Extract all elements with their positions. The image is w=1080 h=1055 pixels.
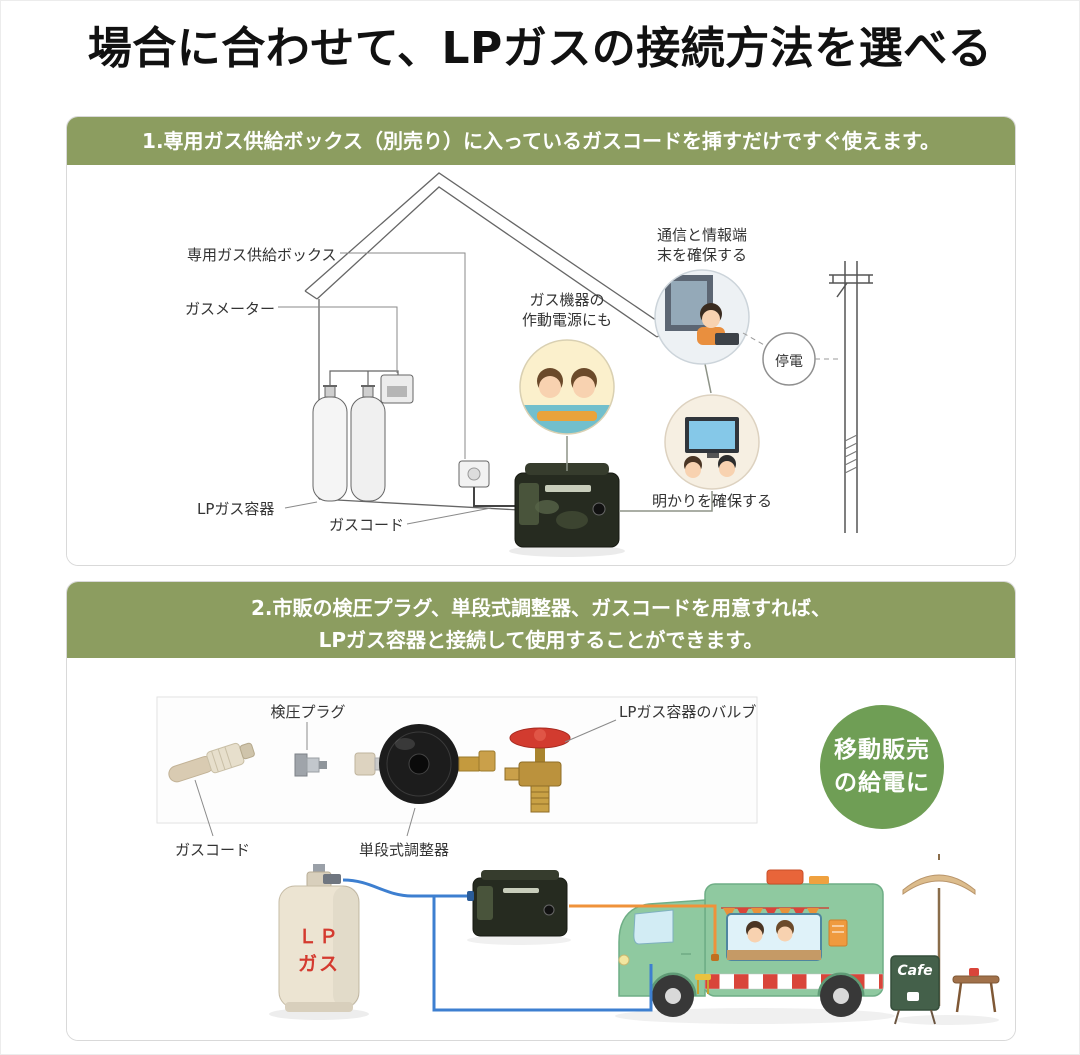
regulator-label: 単段式調整器	[359, 841, 450, 859]
house-connection-illustration	[278, 172, 873, 557]
parts-and-truck-illustration	[156, 696, 1000, 1025]
pressure-plug-label: 検圧プラグ	[270, 703, 346, 721]
cord-connector	[711, 954, 719, 961]
gas-cord-label: ガスコード	[329, 516, 405, 534]
section2-card: 2.市販の検圧プラグ、単段式調整器、ガスコードを用意すれば、 LPガス容器と接続…	[66, 581, 1016, 1041]
section1-card: 1.専用ガス供給ボックス（別売り）に入っているガスコードを挿すだけですぐ使えます…	[66, 116, 1016, 566]
mobile-vending-badge: 移動販売 の給電に	[820, 705, 944, 829]
section1-body: 専用ガス供給ボックス ガスメーター LPガス容器 ガスコード ガス機器の 作動電…	[67, 165, 1015, 565]
blackout-label: 停電	[775, 354, 803, 370]
supply-box-label: 専用ガス供給ボックス	[187, 246, 337, 264]
generator-small	[472, 870, 568, 937]
section1-header: 1.専用ガス供給ボックス（別売り）に入っているガスコードを挿すだけですぐ使えます…	[67, 117, 1015, 165]
lp-container-label: LPガス容器	[197, 500, 275, 518]
generator-shadow	[467, 935, 571, 945]
blackout-circle	[742, 332, 841, 386]
communication-label: 通信と情報端 末を確保する	[656, 226, 747, 265]
gas-cord-label-2: ガスコード	[175, 841, 251, 859]
gas-cord-part	[168, 742, 255, 783]
lp-gas-cylinders	[312, 385, 386, 502]
pointer-lines	[278, 252, 492, 525]
light-scene-circle	[664, 394, 760, 490]
power-pole	[829, 261, 873, 533]
lp-gas-tank	[278, 864, 360, 1012]
house-illustration	[304, 172, 670, 512]
hose-connector	[467, 891, 474, 901]
page-title: 場合に合わせて、LPガスの接続方法を選べる	[87, 23, 993, 74]
generator-illustration	[509, 463, 625, 557]
stand-shadow	[895, 1015, 999, 1025]
power-cords	[566, 363, 713, 512]
orange-power-cord	[569, 904, 717, 958]
cafe-stand	[890, 854, 1000, 1025]
appliance-label: ガス機器の 作動電源にも	[521, 291, 612, 330]
blue-gas-hose	[342, 878, 653, 1012]
gas-meter-label: ガスメーター	[185, 300, 276, 318]
food-truck	[618, 869, 884, 1017]
section2-header-line2: LPガス容器と接続して使用することができます。	[318, 628, 764, 652]
light-label: 明かりを確保する	[652, 492, 773, 510]
appliance-scene-circle	[519, 339, 615, 435]
lp-tank-label: ＬＰ ガス	[297, 926, 340, 975]
regulator-part	[354, 724, 496, 804]
cafe-sign-label: Cafe	[897, 963, 933, 979]
container-valve-label: LPガス容器のバルブ	[619, 703, 757, 721]
valve-part	[504, 727, 571, 813]
gas-meter-box	[380, 374, 414, 404]
section2-header-line1: 2.市販の検圧プラグ、単段式調整器、ガスコードを用意すれば、	[250, 596, 832, 620]
section2-header: 2.市販の検圧プラグ、単段式調整器、ガスコードを用意すれば、 LPガス容器と接続…	[67, 582, 1015, 658]
pointer-lines-2	[194, 719, 617, 837]
pressure-plug-part	[294, 753, 327, 777]
section2-body: 検圧プラグ LPガス容器のバルブ ガスコード 単段式調整器 移動販売 の給電に …	[67, 658, 1015, 1040]
communication-scene-circle	[654, 269, 750, 365]
gas-supply-box	[458, 460, 517, 507]
